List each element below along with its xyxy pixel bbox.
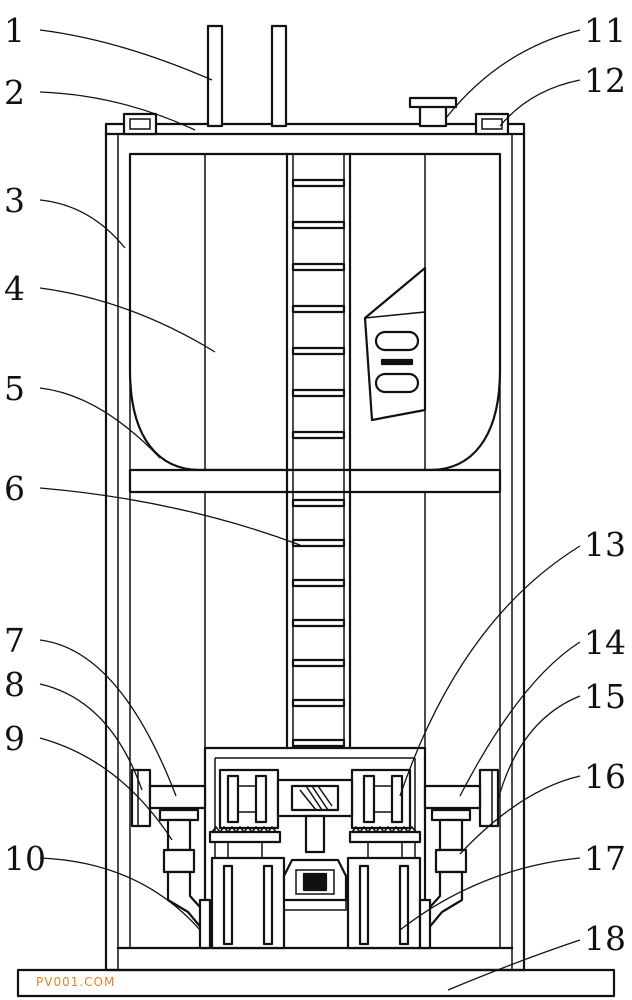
ladder-rung [291,538,346,548]
callout-2: 2 [4,73,25,112]
callout-10: 10 [4,839,46,878]
ladder-rung [291,498,346,508]
callout-16: 16 [584,757,626,796]
ladder-rung [291,220,346,230]
leader-lines [39,29,581,991]
callout-14: 14 [584,623,626,662]
ladder-rung [291,262,346,272]
ladder-rung [291,618,346,628]
callout-12: 12 [584,61,626,100]
hinge-blocks [122,112,510,136]
ladder-rung [291,698,346,708]
ladder-rung [291,578,346,588]
ladder-rung [291,304,346,314]
callout-8: 8 [4,665,25,704]
callout-7: 7 [4,621,25,660]
ladder-rung [291,658,346,668]
ladder-rung [291,346,346,356]
motor-right [350,768,412,830]
lower-tank [116,492,514,950]
gear-left [208,825,282,860]
callout-13: 13 [584,525,626,564]
callout-9: 9 [4,719,25,758]
ladder-rung [291,178,346,188]
central-coupling [276,778,354,854]
watermark: PV001.COM [36,975,115,989]
cylinder-left [210,856,286,950]
callout-18: 18 [584,919,626,958]
gear-right [348,825,422,860]
outer-frame [104,122,526,972]
ladder-rung [291,430,346,440]
top-pipes [206,24,288,128]
callout-4: 4 [4,269,25,308]
callout-17: 17 [584,839,626,878]
center-bearing [282,858,348,911]
spout-right [418,768,500,950]
callout-5: 5 [4,369,25,408]
top-cap [408,96,458,128]
callout-15: 15 [584,677,626,716]
motor-left [218,768,280,830]
ladder-rung [291,388,346,398]
callout-1: 1 [4,11,25,50]
spout-left [130,768,212,950]
callout-3: 3 [4,181,25,220]
base-plate [16,968,616,998]
callout-11: 11 [584,11,626,50]
ladder-rung [291,738,346,748]
ladder [285,152,352,750]
cylinder-right [346,856,422,950]
side-hopper [363,266,427,422]
callout-6: 6 [4,469,25,508]
callout-labels: 1 2 3 4 5 6 7 8 9 10 11 12 13 14 15 16 1… [4,11,626,958]
middle-beam [128,468,502,494]
